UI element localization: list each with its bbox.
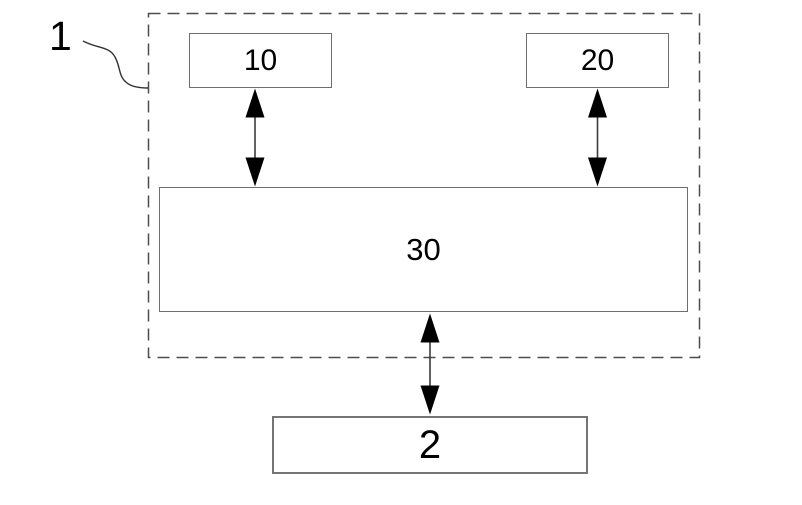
block-30: 30 <box>159 187 688 312</box>
block-20: 20 <box>526 33 669 88</box>
arrow-30-2 <box>420 313 440 415</box>
system-label: 1 <box>49 13 72 59</box>
arrow-20-30 <box>588 88 607 187</box>
arrow-30-2-head-up <box>420 313 440 343</box>
block-10: 10 <box>189 33 332 88</box>
arrow-20-30-head-up <box>588 88 607 118</box>
arrow-10-30-head-up <box>245 88 265 118</box>
arrow-20-30-head-down <box>588 157 607 187</box>
system-boundary-box <box>147 12 701 359</box>
arrow-10-30-head-down <box>245 157 265 187</box>
block-20-label: 20 <box>580 43 615 77</box>
arrow-30-2-head-down <box>420 385 440 415</box>
block-2: 2 <box>272 416 588 474</box>
arrow-10-30 <box>245 88 265 187</box>
block-2-label: 2 <box>418 423 442 467</box>
block-10-label: 10 <box>243 43 278 77</box>
block-30-label: 30 <box>406 232 441 267</box>
system-label-leader-line <box>82 40 149 89</box>
